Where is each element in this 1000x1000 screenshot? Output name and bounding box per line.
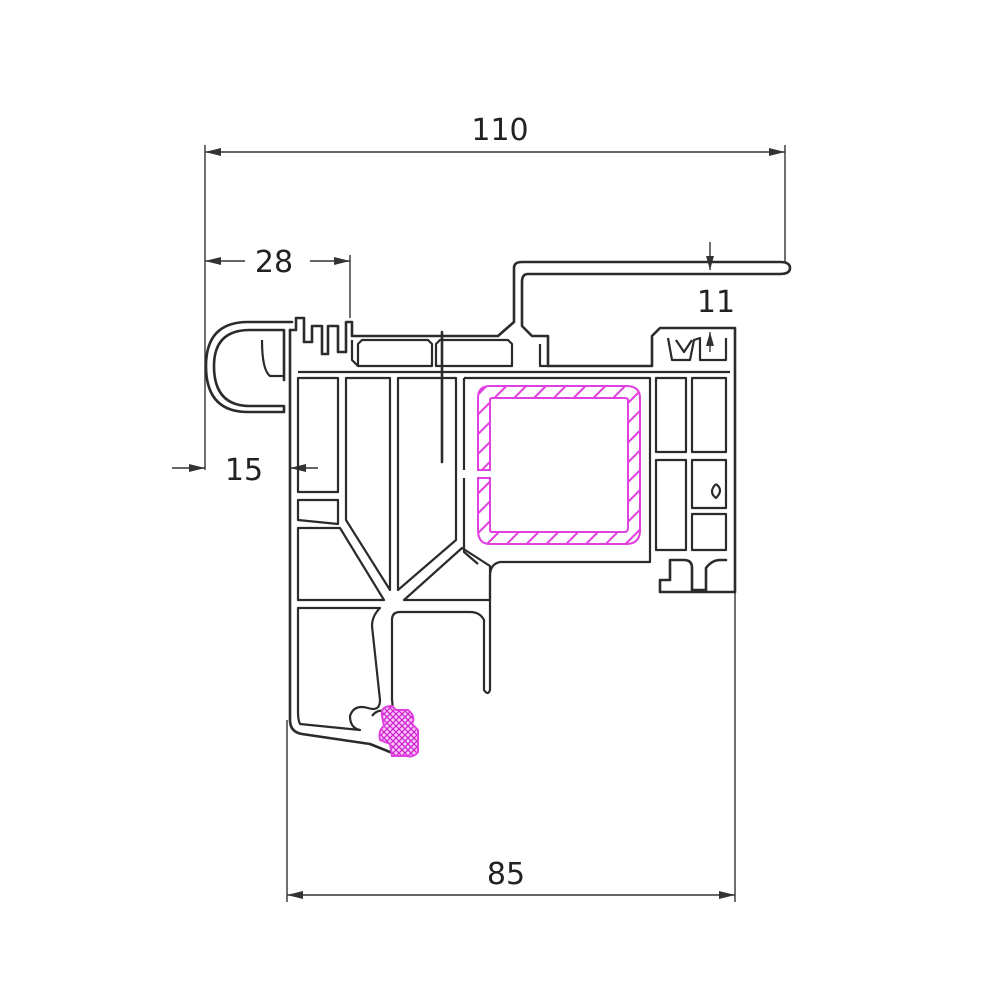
glazing-bead — [204, 320, 294, 414]
steel-reinforcement — [477, 385, 641, 545]
profile-outline — [204, 260, 792, 755]
gasket-seal — [378, 704, 419, 758]
dimension-label-28: 28 — [255, 245, 293, 280]
dimension-label-11: 11 — [697, 285, 735, 320]
dimension-overall-width: 110 — [204, 113, 786, 470]
dimension-label-110: 110 — [471, 113, 528, 148]
dimension-label-15: 15 — [225, 453, 263, 488]
dimension-frame-offset: 15 — [172, 453, 318, 488]
frame-top-edge — [288, 260, 792, 594]
dimension-label-85: 85 — [487, 857, 525, 892]
dimension-frame-depth: 85 — [286, 590, 736, 902]
dimension-bead-width: 28 — [205, 245, 351, 318]
dimension-lip-height: 11 — [697, 242, 735, 352]
